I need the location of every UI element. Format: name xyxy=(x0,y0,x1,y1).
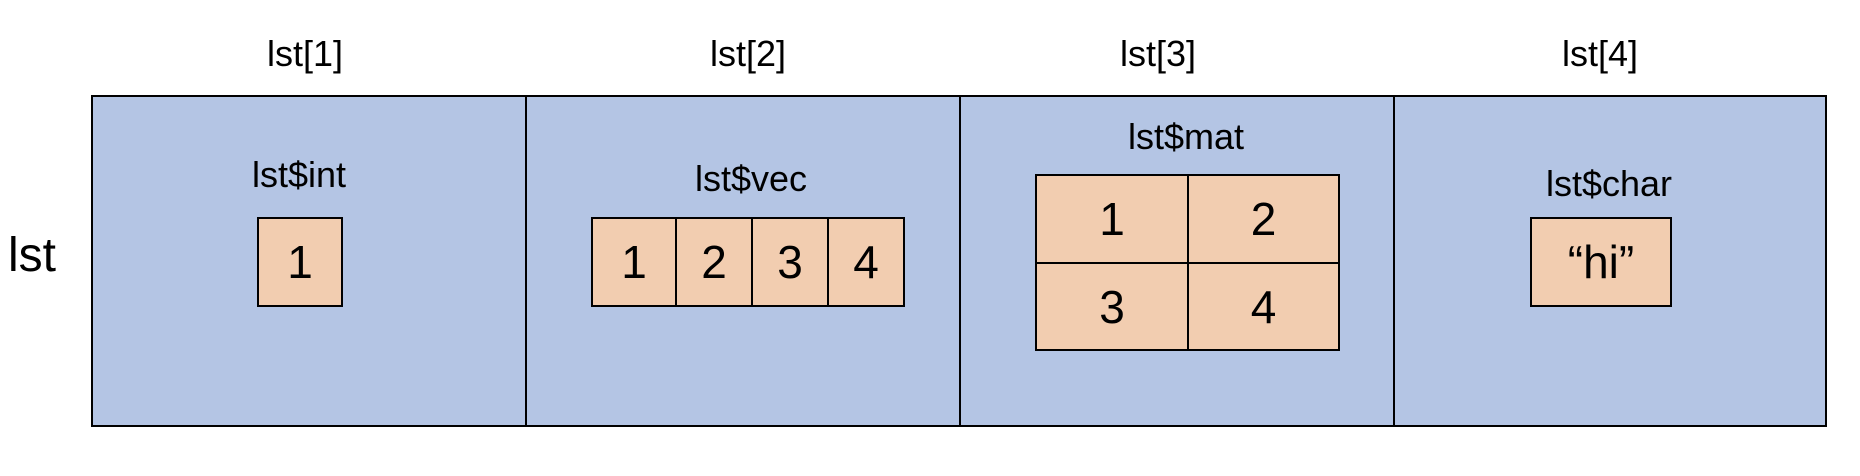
index-label-3: lst[3] xyxy=(1119,33,1197,74)
index-label-2: lst[2] xyxy=(709,33,787,74)
mat-cell-r2c2: 4 xyxy=(1187,262,1340,351)
mat-cell-r1c2: 2 xyxy=(1187,174,1340,264)
slot-divider-2 xyxy=(959,95,961,427)
index-label-4: lst[4] xyxy=(1561,33,1639,74)
char-cell: “hi” xyxy=(1530,217,1672,307)
index-label-1: lst[1] xyxy=(266,33,344,74)
mat-cell-r2c1: 3 xyxy=(1035,262,1189,351)
element-name-int: lst$int xyxy=(251,154,347,195)
int-cell: 1 xyxy=(257,217,343,307)
mat-cell-r1c1: 1 xyxy=(1035,174,1189,264)
slot-divider-3 xyxy=(1393,95,1395,427)
vec-cell-1: 1 xyxy=(591,217,677,307)
vec-cell-3: 3 xyxy=(751,217,829,307)
element-name-vec: lst$vec xyxy=(694,158,808,199)
vec-cell-4: 4 xyxy=(827,217,905,307)
vec-cell-2: 2 xyxy=(675,217,753,307)
element-name-mat: lst$mat xyxy=(1127,116,1245,157)
slot-divider-1 xyxy=(525,95,527,427)
list-label: lst xyxy=(8,229,56,282)
element-name-char: lst$char xyxy=(1545,163,1673,204)
